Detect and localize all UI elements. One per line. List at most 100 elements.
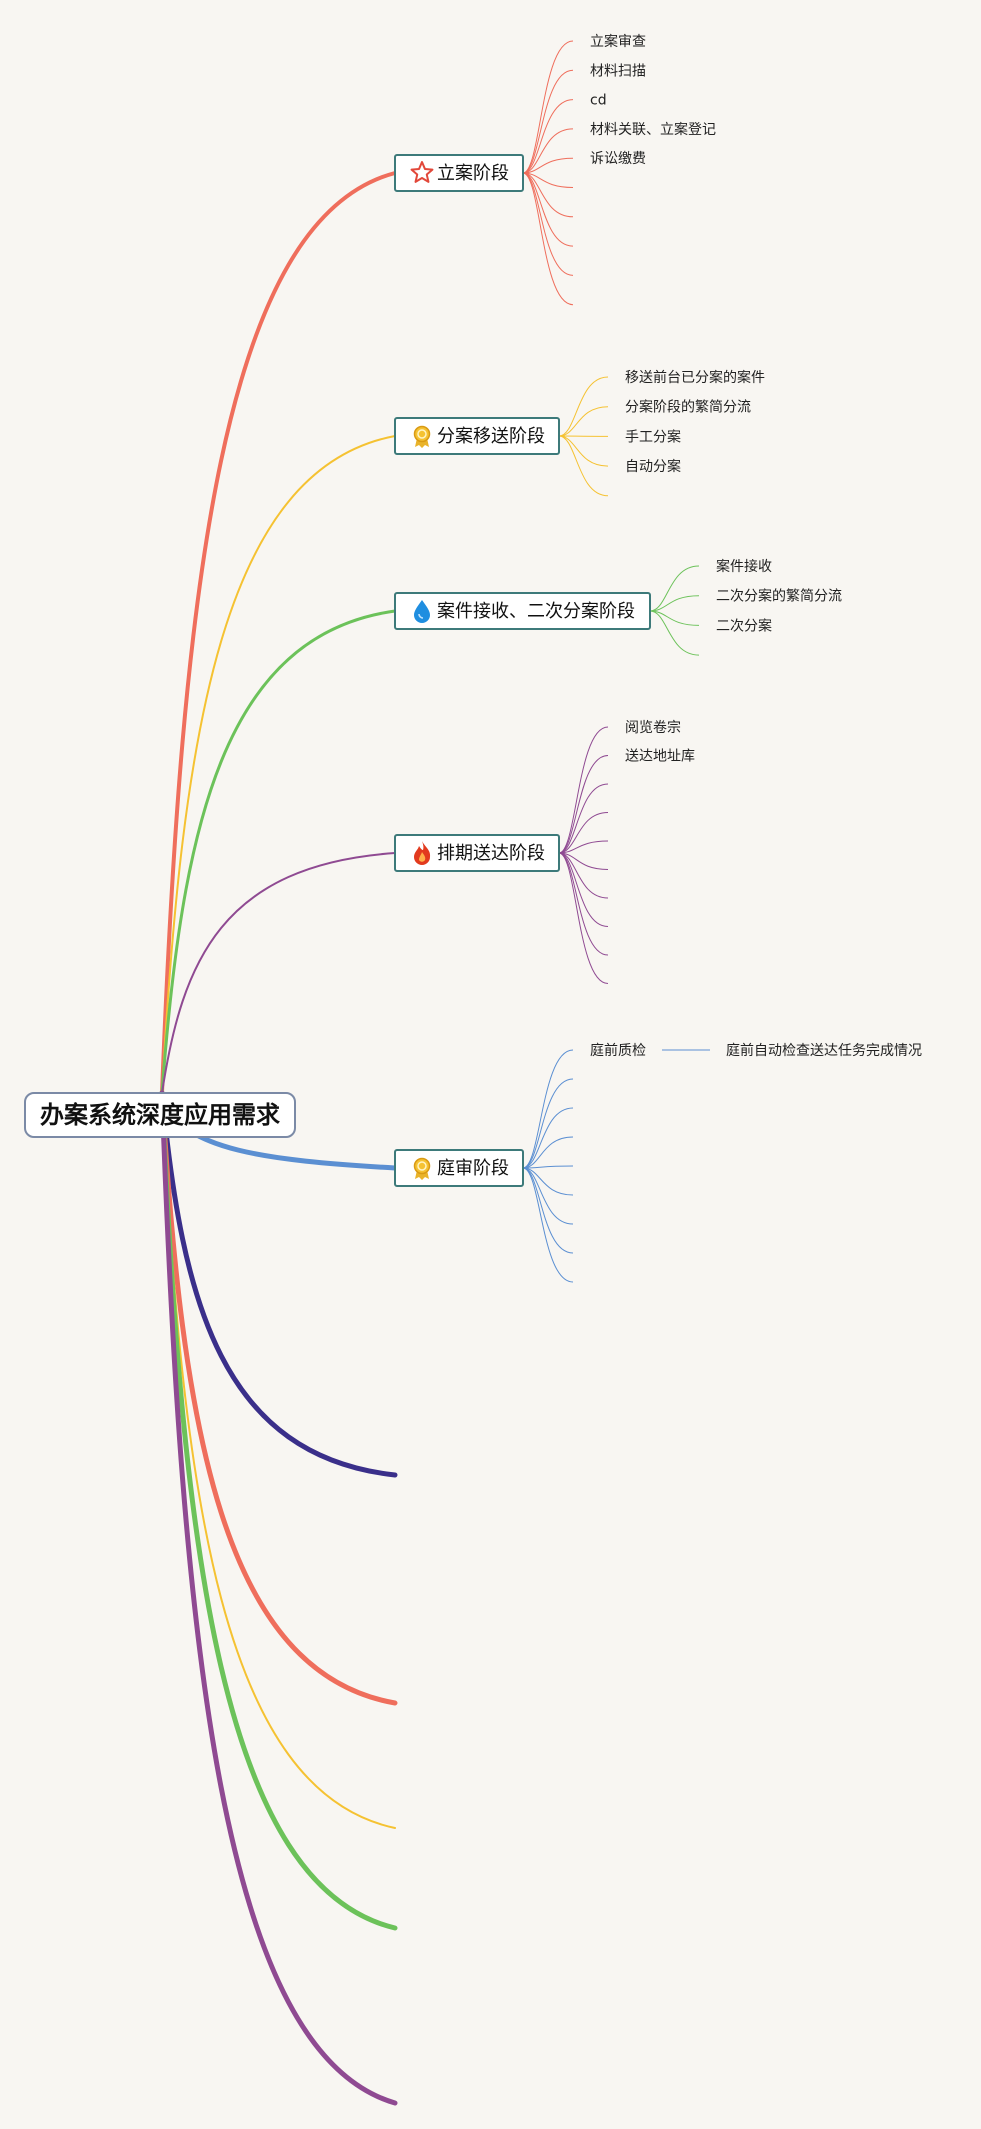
leaf-label[interactable]: 送达地址库 <box>625 749 695 765</box>
topic-4[interactable]: 排期送达阶段 <box>394 834 560 872</box>
water-drop-icon <box>414 600 430 623</box>
empty-leaf[interactable] <box>573 1216 583 1232</box>
empty-leaf[interactable] <box>573 1245 583 1261</box>
leaf-label[interactable]: 二次分案的繁简分流 <box>716 588 842 605</box>
empty-leaf[interactable] <box>608 776 618 792</box>
leaf-line <box>522 157 574 174</box>
leaf-line <box>558 376 609 437</box>
topic-box[interactable] <box>394 417 560 455</box>
leaf-line <box>558 406 609 437</box>
empty-leaf[interactable] <box>573 297 583 313</box>
leaf-label[interactable]: 立案审查 <box>590 33 646 50</box>
root-node[interactable]: 办案系统深度应用需求 <box>24 1092 296 1138</box>
empty-leaf[interactable] <box>573 209 583 225</box>
leaf-line <box>558 840 609 854</box>
topic-label: 案件接收、二次分案阶段 <box>437 601 635 622</box>
topic-box[interactable] <box>394 592 651 630</box>
branch-line-4 <box>161 852 396 1094</box>
leaf-line <box>558 726 609 854</box>
topic-label: 庭审阶段 <box>437 1158 509 1179</box>
empty-leaf[interactable] <box>573 1158 583 1174</box>
leaf-line <box>558 852 609 870</box>
star-icon <box>410 161 434 183</box>
empty-leaf[interactable] <box>573 267 583 283</box>
empty-leaf[interactable] <box>699 647 709 663</box>
empty-leaf[interactable] <box>573 1071 583 1087</box>
leaf-line <box>522 172 574 306</box>
empty-leaf[interactable] <box>573 1129 583 1145</box>
leaf-line <box>522 1049 574 1169</box>
empty-leaf[interactable] <box>608 976 618 992</box>
root-title: 办案系统深度应用需求 <box>40 1101 280 1129</box>
empty-leaf[interactable] <box>608 890 618 906</box>
branch-line-1 <box>160 171 397 1095</box>
leaf-line <box>522 1107 574 1169</box>
topic-5[interactable]: 庭审阶段 <box>394 1149 524 1187</box>
leaf-label[interactable]: 材料关联、立案登记 <box>590 121 716 138</box>
leaf-line <box>558 755 609 854</box>
topic-2[interactable]: 分案移送阶段 <box>394 417 560 455</box>
empty-leaf[interactable] <box>608 947 618 963</box>
leaf-lines <box>522 40 710 1283</box>
leaf-line <box>558 435 609 497</box>
leaf-line <box>522 172 574 188</box>
root-box[interactable] <box>24 1092 296 1138</box>
leaf-label[interactable]: 阅览卷宗 <box>625 720 681 736</box>
topic-3[interactable]: 案件接收、二次分案阶段 <box>394 592 651 630</box>
leaf-line <box>649 565 700 612</box>
leaf-label[interactable]: 案件接收 <box>716 558 772 575</box>
empty-leaf[interactable] <box>608 805 618 821</box>
empty-leaf[interactable] <box>573 238 583 254</box>
topic-label: 立案阶段 <box>437 163 509 184</box>
empty-branch-line <box>159 1090 398 1478</box>
leaf-line <box>522 99 574 174</box>
leaf-line <box>649 595 700 612</box>
leaf-label[interactable]: cd <box>590 93 607 109</box>
medal-icon <box>413 1157 431 1180</box>
leaf-label[interactable]: 材料扫描 <box>590 63 646 79</box>
leaf-label[interactable]: 庭前质检 <box>590 1042 646 1059</box>
leaf-label[interactable]: 手工分案 <box>625 428 681 445</box>
branch-line-2 <box>161 435 396 1094</box>
leaf-line <box>558 812 609 854</box>
leaf-line <box>558 852 609 984</box>
leaf-label[interactable]: 分案阶段的繁简分流 <box>625 399 751 416</box>
topic-box[interactable] <box>394 834 560 872</box>
empty-branch-line <box>159 1090 398 2106</box>
leaf-line <box>522 69 574 174</box>
leaf-line <box>522 40 574 174</box>
leaf-label[interactable]: 二次分案 <box>716 617 772 634</box>
leaf-line <box>522 1078 574 1169</box>
empty-leaf[interactable] <box>573 1187 583 1203</box>
empty-leaf[interactable] <box>608 862 618 878</box>
leaf-line <box>522 172 574 218</box>
leaf-line <box>522 1136 574 1169</box>
medal-icon <box>413 425 431 448</box>
leaf-label[interactable]: 移送前台已分案的案件 <box>625 369 765 386</box>
branch-lines <box>159 171 398 2106</box>
empty-leaf[interactable] <box>573 1100 583 1116</box>
leaf-line <box>522 128 574 174</box>
leaf-line <box>522 1165 574 1169</box>
empty-leaf[interactable] <box>608 919 618 935</box>
branch-line-3 <box>160 609 397 1095</box>
topic-label: 分案移送阶段 <box>437 426 545 447</box>
empty-branch-line <box>159 1090 398 1706</box>
empty-leaf[interactable] <box>608 488 618 504</box>
empty-leaf[interactable] <box>573 1274 583 1290</box>
leaf-line <box>522 1167 574 1225</box>
topic-1[interactable]: 立案阶段 <box>394 154 524 192</box>
leaf-line <box>558 852 609 899</box>
subleaf-label[interactable]: 庭前自动检查送达任务完成情况 <box>726 1042 922 1059</box>
empty-leaf[interactable] <box>573 180 583 196</box>
topic-label: 排期送达阶段 <box>437 843 545 864</box>
leaf-label[interactable]: 自动分案 <box>625 458 681 475</box>
leaf-label[interactable]: 诉讼缴费 <box>590 151 646 167</box>
leaf-line <box>522 1167 574 1283</box>
empty-leaf[interactable] <box>608 833 618 849</box>
leaf-line <box>558 783 609 854</box>
leaf-line <box>649 610 700 656</box>
